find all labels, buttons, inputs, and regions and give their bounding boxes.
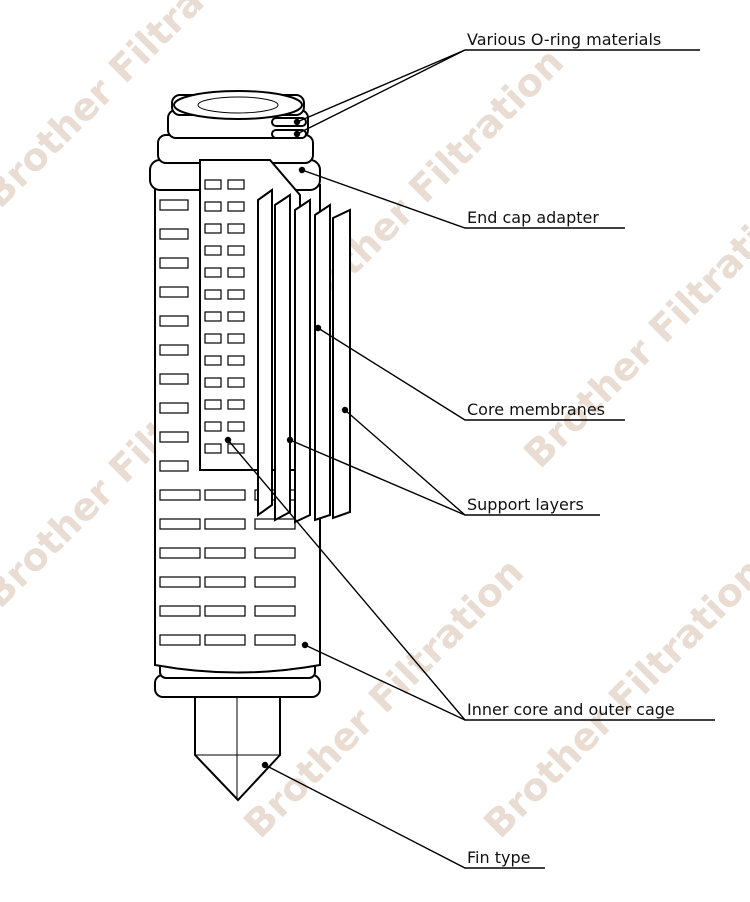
leader-lines: [224, 49, 715, 869]
cage-slot: [159, 286, 189, 298]
core-slot: [204, 267, 222, 278]
label-o-ring: Various O-ring materials: [467, 30, 661, 49]
cage-slot: [254, 547, 296, 559]
cage-slot: [159, 344, 189, 356]
cage-slot: [254, 605, 296, 617]
core-slot: [204, 355, 222, 366]
cage-slot: [204, 489, 246, 501]
label-end-cap: End cap adapter: [467, 208, 599, 227]
cage-slot: [159, 518, 201, 530]
cage-slot: [159, 228, 189, 240]
cage-slot: [254, 576, 296, 588]
cage-slot: [204, 576, 246, 588]
cage-slot: [159, 547, 201, 559]
cage-slot: [204, 634, 246, 646]
label-core-membranes: Core membranes: [467, 400, 605, 419]
core-slot: [204, 179, 222, 190]
core-slot: [227, 267, 245, 278]
fin-tip: [194, 694, 281, 802]
cage-slot: [159, 402, 189, 414]
core-slot: [227, 333, 245, 344]
core-slot: [227, 201, 245, 212]
core-slot: [204, 201, 222, 212]
core-slot: [227, 421, 245, 432]
cage-slot: [204, 605, 246, 617]
core-slot: [227, 289, 245, 300]
core-slot: [227, 245, 245, 256]
core-slot: [204, 245, 222, 256]
core-slot: [204, 333, 222, 344]
cage-slot: [159, 315, 189, 327]
cage-slot: [159, 576, 201, 588]
cage-slot: [204, 547, 246, 559]
cutaway: [199, 159, 351, 524]
cage-slot: [159, 257, 189, 269]
label-support-layers: Support layers: [467, 495, 584, 514]
core-slot: [227, 355, 245, 366]
cage-slot: [159, 373, 189, 385]
cage-slot: [254, 634, 296, 646]
core-slot: [204, 289, 222, 300]
cage-slot: [204, 518, 246, 530]
cage-slot: [159, 431, 189, 443]
core-slot: [204, 421, 222, 432]
cage-slot: [159, 460, 189, 472]
core-slot: [227, 223, 245, 234]
core-slot: [227, 399, 245, 410]
cage-slot: [159, 634, 201, 646]
core-slot: [204, 399, 222, 410]
label-fin-type: Fin type: [467, 848, 530, 867]
core-slot: [227, 179, 245, 190]
cage-slot: [159, 605, 201, 617]
membrane-strips: [257, 188, 351, 524]
labels: Various O-ring materials End cap adapter…: [467, 30, 675, 867]
core-slot: [204, 311, 222, 322]
label-inner-core-outer-cage: Inner core and outer cage: [467, 700, 675, 719]
cage-slot: [159, 199, 189, 211]
core-slot: [204, 223, 222, 234]
core-slot: [227, 311, 245, 322]
core-slot: [204, 377, 222, 388]
core-slot: [227, 377, 245, 388]
core-slot: [204, 443, 222, 454]
cage-slot: [159, 489, 201, 501]
